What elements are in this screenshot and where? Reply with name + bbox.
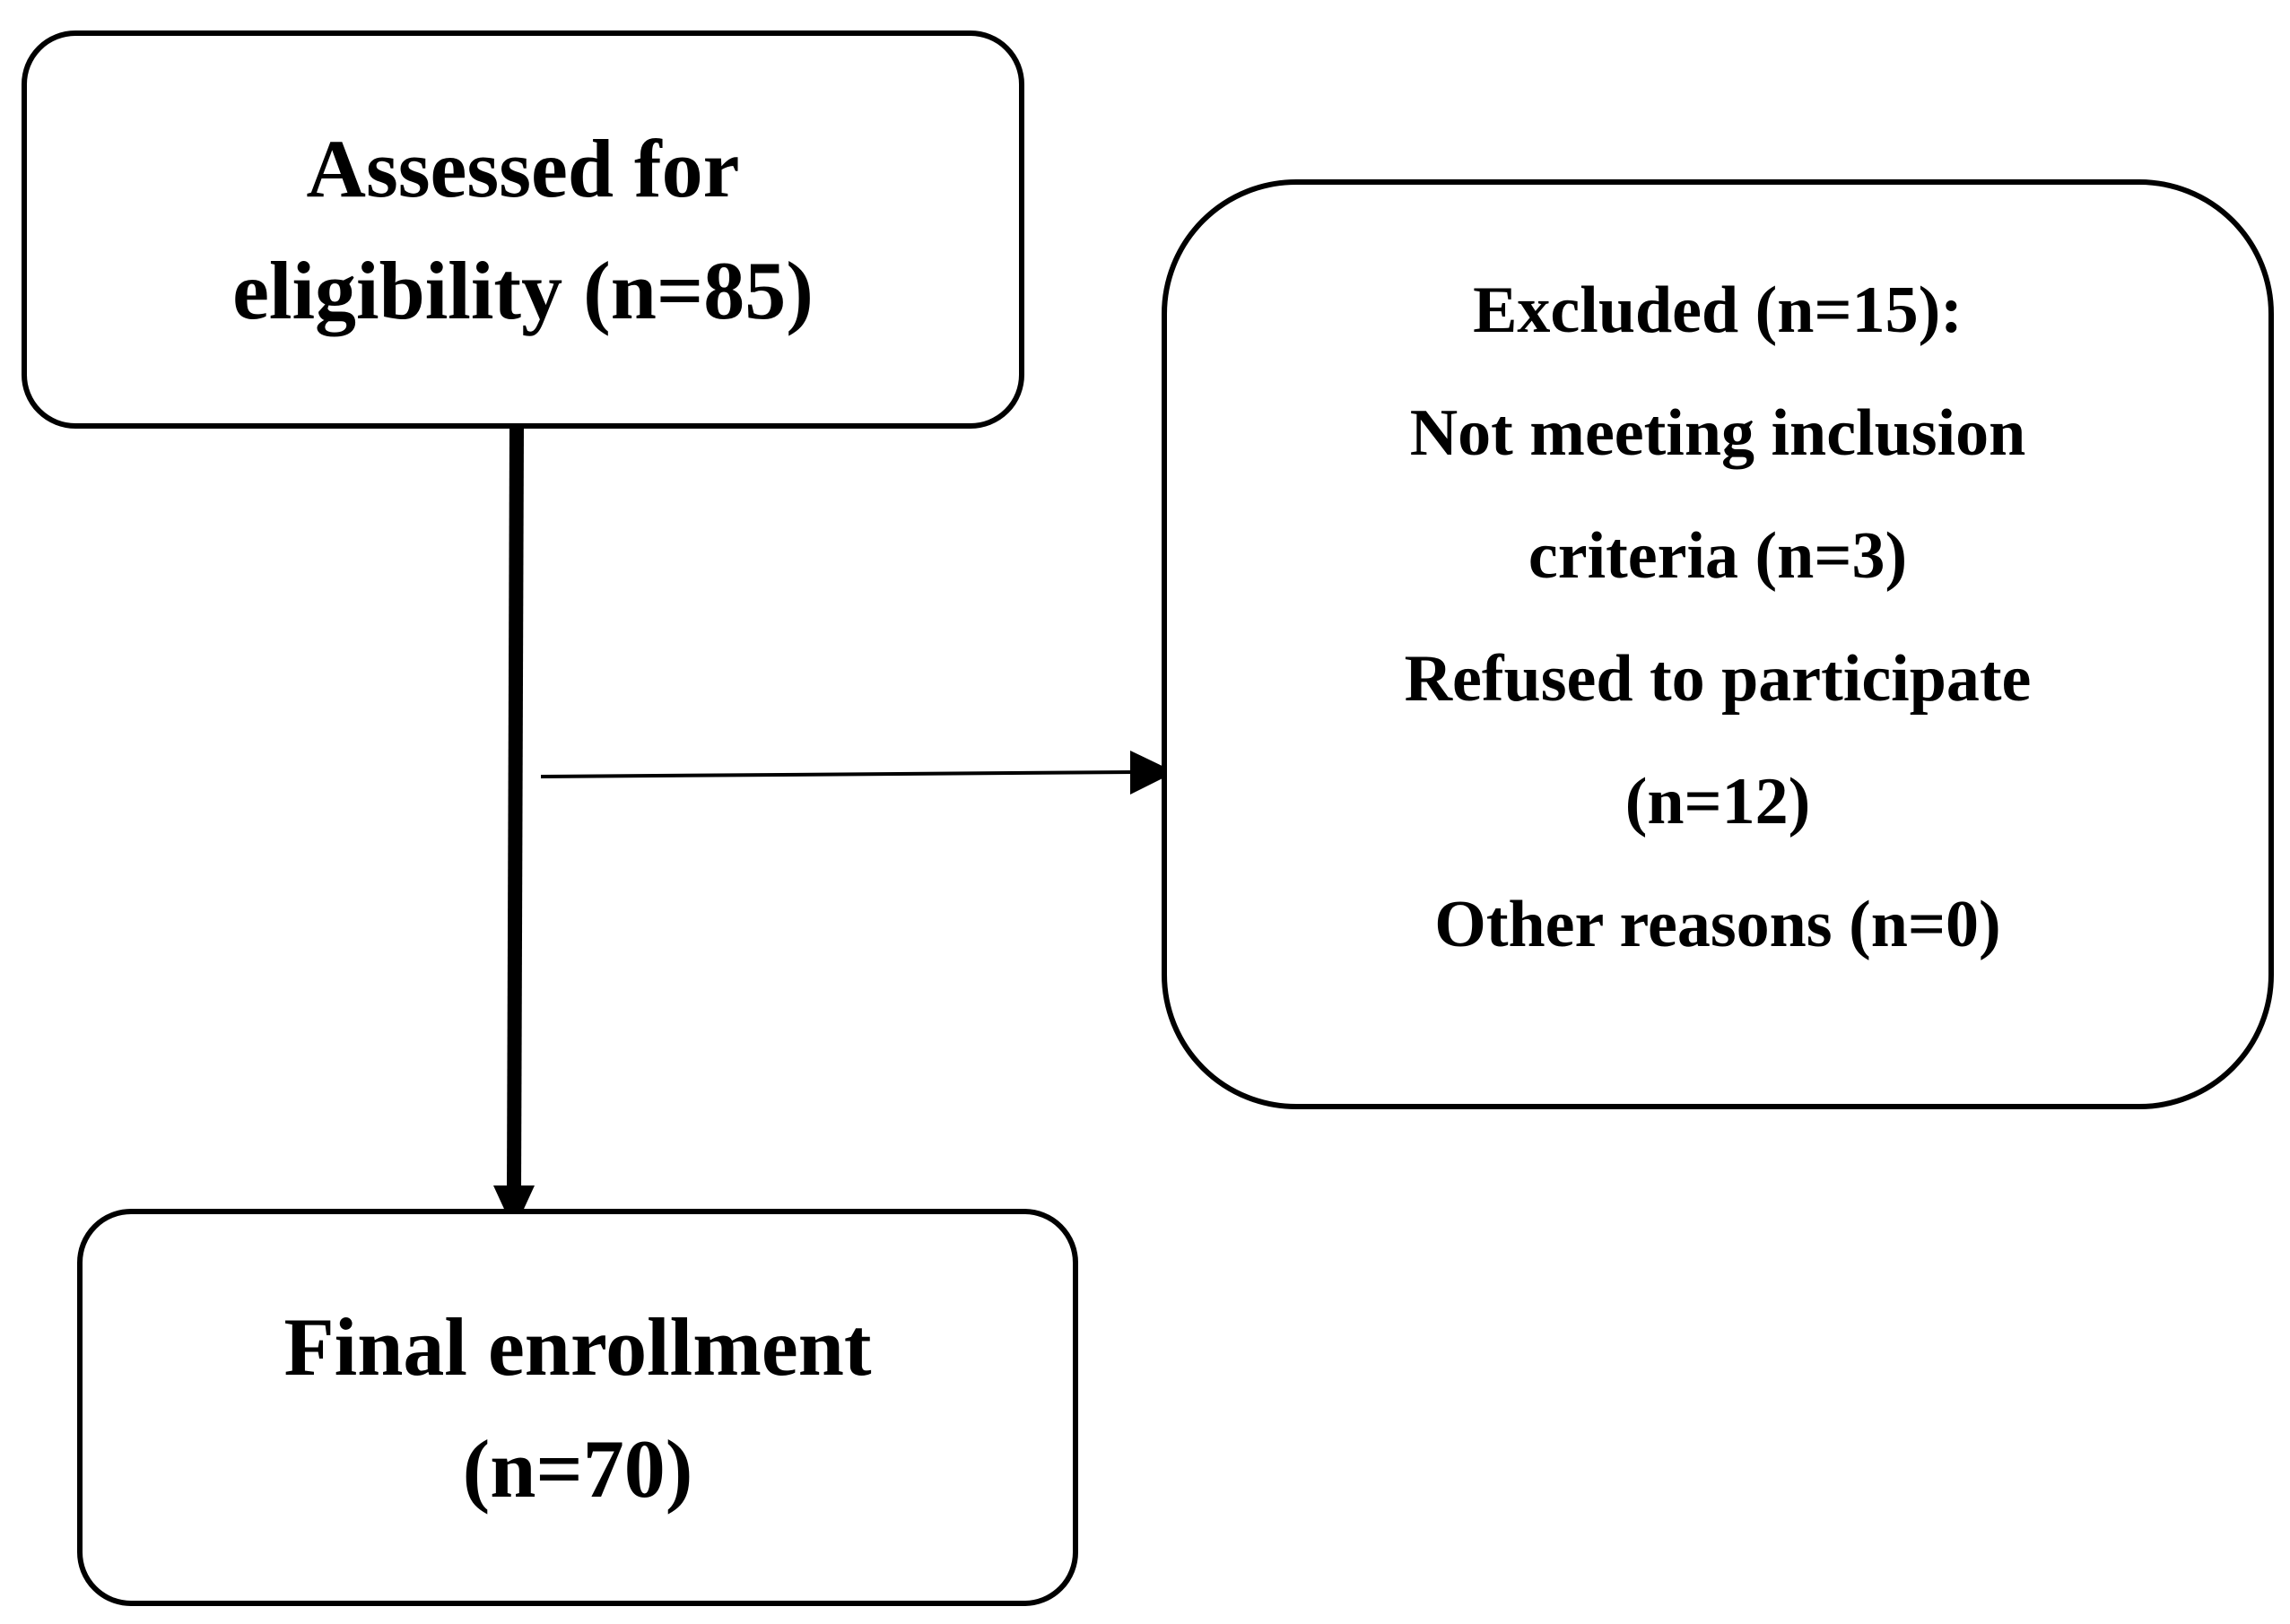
excluded-line-2: Not meeting inclusion [1409,395,2026,470]
excluded-line-5: (n=12) [1624,764,1811,838]
final-line-1: Final enrollment [283,1300,872,1393]
arrowhead-final [493,1185,535,1230]
edge-assessed-to-final [507,426,524,1194]
assessed-line-2: eligibility (n=85) [232,245,814,336]
assessed-box: Assessed for eligibility (n=85) [22,30,1024,429]
assessed-line-1: Assessed for [306,123,740,214]
excluded-line-1: Excluded (n=15): [1473,273,1963,347]
excluded-line-6: Other reasons (n=0) [1434,887,2001,961]
arrowhead-excluded [1130,751,1175,795]
final-line-2: (n=70) [462,1422,693,1515]
excluded-line-3: criteria (n=3) [1528,518,1908,593]
excluded-box: Excluded (n=15): Not meeting inclusion c… [1162,179,2274,1109]
edge-branch-to-excluded [540,770,1136,778]
final-enrollment-box: Final enrollment (n=70) [77,1209,1078,1606]
excluded-line-4: Refused to participate [1404,641,2032,716]
